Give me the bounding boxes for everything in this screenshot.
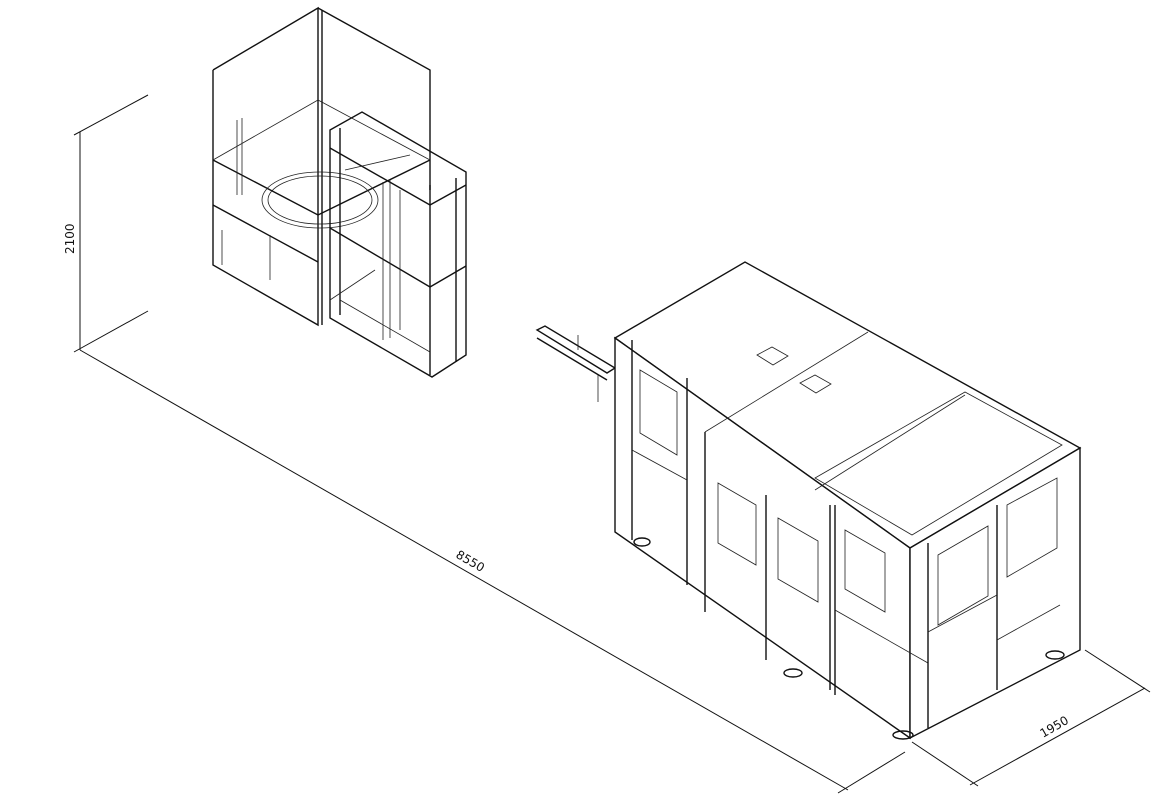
wrapping-machine xyxy=(613,261,1082,740)
width-dimension-label: 1950 xyxy=(1038,713,1071,740)
height-dimension: 2100 xyxy=(63,94,149,353)
conveyor-rail xyxy=(535,325,617,402)
height-dimension-label: 2100 xyxy=(63,223,77,254)
coil-frame-machine xyxy=(212,6,467,378)
length-dimension-label: 8550 xyxy=(454,547,487,574)
